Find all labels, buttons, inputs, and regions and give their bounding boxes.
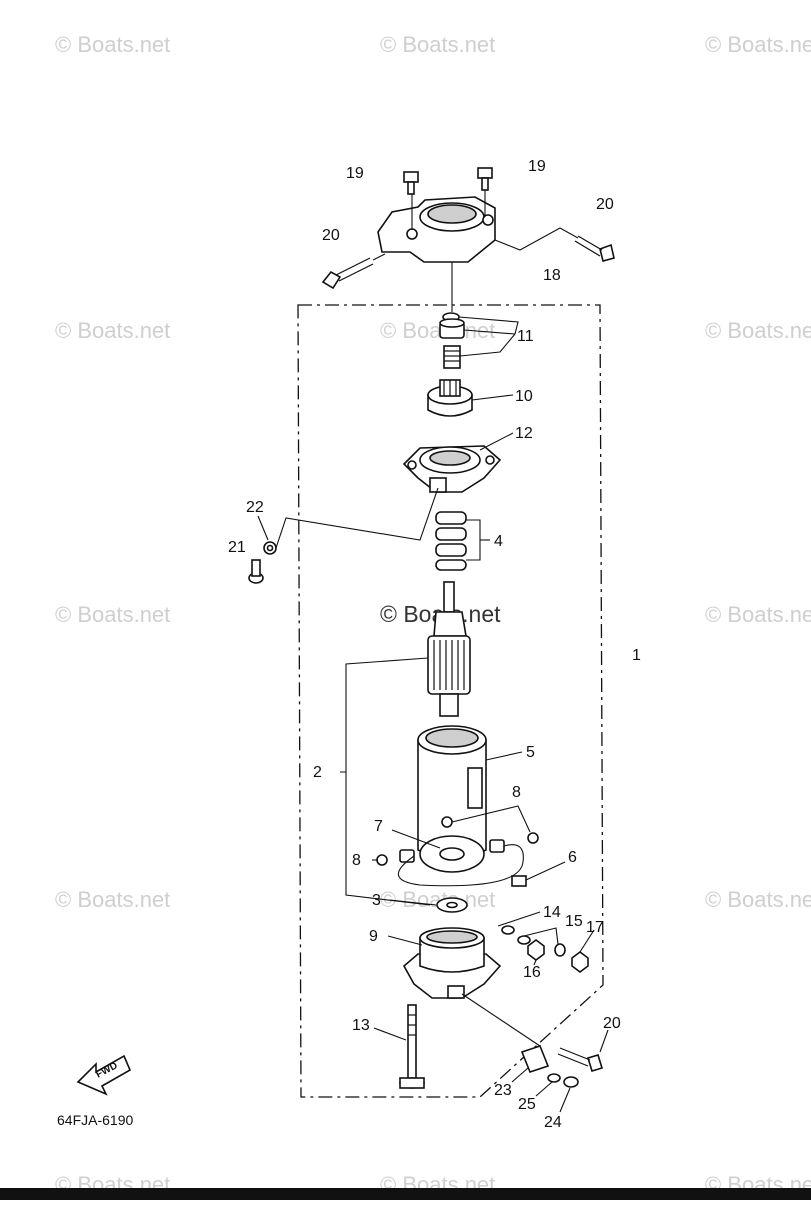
part-3-washer[interactable] [436,897,468,913]
part-21-screw[interactable] [248,559,264,584]
callout-3: 3 [372,892,381,909]
part-14-washer-2[interactable] [517,935,531,945]
part-20-bolt-top-right[interactable] [574,235,615,262]
callout-8-top: 8 [512,784,521,801]
callout-15: 15 [565,913,583,930]
watermark: © Boats.net [55,32,170,57]
watermark: © Boats.net [380,32,495,57]
callout-24: 24 [544,1114,562,1131]
part-11-collar[interactable] [439,318,465,339]
part-2-armature[interactable] [427,581,471,717]
part-17-nut[interactable] [571,951,589,973]
part-15-washer[interactable] [554,943,566,957]
part-12-front-housing[interactable] [402,445,502,493]
part-18-bracket[interactable] [377,196,496,263]
callout-10: 10 [515,388,533,405]
part-4-stack[interactable] [435,511,467,571]
callout-labels: 19 19 20 20 18 11 10 12 22 21 4 1 2 5 8 … [228,158,641,1131]
callout-13: 13 [352,1017,370,1034]
part-11-spring[interactable] [443,345,461,369]
callout-17: 17 [586,919,604,936]
watermark: © Boats.net [705,32,811,57]
bottom-scan-edge [0,1188,811,1200]
callout-20-bottom: 20 [603,1015,621,1032]
callout-8-left: 8 [352,852,361,869]
part-16-nut[interactable] [527,939,545,961]
watermark: © Boats.net [705,887,811,912]
watermark: © Boats.net [55,602,170,627]
part-25-washer[interactable] [547,1073,561,1083]
watermark: © Boats.net [380,318,495,343]
callout-11: 11 [517,328,534,345]
callout-20-top-left: 20 [322,227,340,244]
callout-19-left: 19 [346,165,364,182]
watermark: © Boats.net [55,887,170,912]
watermark: © Boats.net [705,318,811,343]
part-24-screw[interactable] [563,1076,579,1088]
callout-5: 5 [526,744,535,761]
part-23-clamp[interactable] [520,1045,550,1073]
part-10-pinion[interactable] [427,379,473,417]
callout-18: 18 [543,267,561,284]
watermark: © Boats.net [55,318,170,343]
callout-4: 4 [494,533,503,550]
callout-2: 2 [313,764,322,781]
part-8-screw-right[interactable] [527,832,539,844]
part-6-lead-wire[interactable] [397,844,527,887]
callout-9: 9 [369,928,378,945]
callout-21: 21 [228,539,246,556]
callout-20-top-right: 20 [596,196,614,213]
part-13-through-bolt[interactable] [399,1004,425,1089]
part-14-washer[interactable] [501,925,515,935]
callout-12: 12 [515,425,533,442]
callout-1: 1 [632,647,641,664]
callout-14: 14 [543,904,561,921]
callout-22: 22 [246,499,264,516]
part-8-screw-top[interactable] [441,816,453,828]
part-19-bolt-right[interactable] [477,167,493,191]
fwd-arrow-icon: FWD [76,1054,132,1096]
part-20-bolt-top-left[interactable] [321,257,374,290]
part-19-bolt-left[interactable] [403,171,419,195]
assembly-boundary [297,304,604,1098]
part-8-screw-left[interactable] [376,854,388,866]
diagram-code: 64FJA-6190 [57,1112,133,1128]
callout-7: 7 [374,818,383,835]
callout-19-right: 19 [528,158,546,175]
watermark: © Boats.net [705,602,811,627]
part-22-washer[interactable] [263,541,277,555]
callout-23: 23 [494,1082,512,1099]
part-9-rear-cover[interactable] [402,927,502,999]
callout-6: 6 [568,849,577,866]
part-20-bolt-bottom[interactable] [557,1047,604,1072]
callout-25: 25 [518,1096,536,1113]
callout-16: 16 [523,964,541,981]
part-7-brush-holder[interactable] [399,835,505,873]
